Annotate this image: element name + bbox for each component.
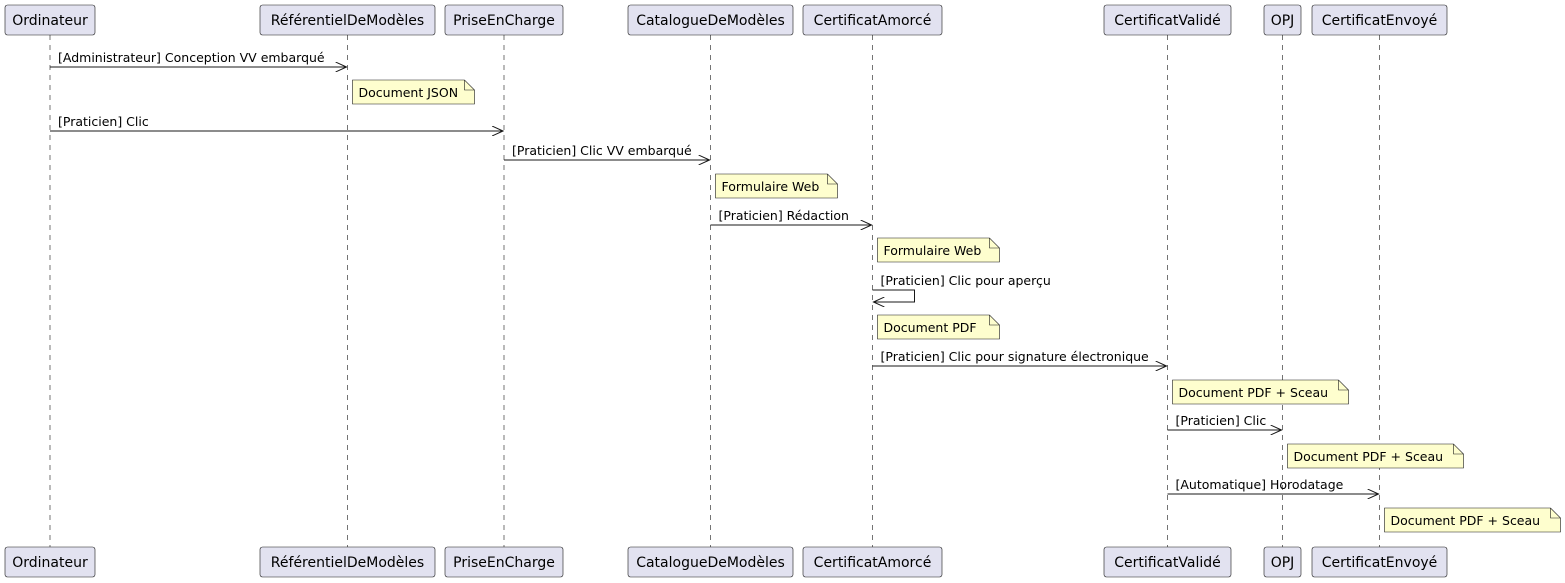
note: Document PDF + Sceau bbox=[1287, 443, 1464, 469]
message: [Administrateur] Conception VV embarqué bbox=[50, 50, 347, 67]
message: [Automatique] Horodatage bbox=[1167, 477, 1379, 494]
participant-box bbox=[1103, 546, 1232, 578]
message: [Praticien] Clic bbox=[1167, 413, 1282, 430]
participant-box bbox=[1311, 4, 1448, 36]
participant-label: PriseEnCharge bbox=[453, 13, 555, 29]
note: Formulaire Web bbox=[877, 237, 1000, 263]
participant-opj-bottom: OPJ bbox=[1263, 546, 1302, 578]
participant-catalogue-de-modeles-bottom: CatalogueDeModèles bbox=[627, 546, 794, 578]
note-fold bbox=[1453, 444, 1464, 455]
note-text: Formulaire Web bbox=[722, 179, 820, 194]
participant-ordinateur-top: Ordinateur bbox=[4, 4, 96, 36]
note-fold bbox=[1338, 380, 1349, 391]
self-message-arrow bbox=[872, 289, 915, 302]
participant-label: Ordinateur bbox=[12, 555, 88, 571]
note-text: Document PDF + Sceau bbox=[1294, 449, 1444, 464]
participant-box bbox=[4, 4, 96, 36]
participant-label: RéférentielDeModèles bbox=[271, 555, 424, 571]
participant-box bbox=[259, 546, 436, 578]
note: Formulaire Web bbox=[715, 173, 838, 199]
participant-certificat-valide-top: CertificatValidé bbox=[1103, 4, 1232, 36]
participant-prise-en-charge-bottom: PriseEnCharge bbox=[444, 546, 564, 578]
participant-opj-top: OPJ bbox=[1263, 4, 1302, 36]
participant-box bbox=[1103, 4, 1232, 36]
participant-certificat-amorce-bottom: CertificatAmorcé bbox=[802, 546, 943, 578]
lifelines bbox=[49, 35, 1380, 547]
participant-box bbox=[4, 546, 96, 578]
participant-label: CertificatValidé bbox=[1114, 555, 1220, 571]
note-shape bbox=[1172, 379, 1349, 405]
note-shape bbox=[877, 237, 1000, 263]
participant-label: CertificatEnvoyé bbox=[1322, 555, 1438, 571]
note-text: Document PDF + Sceau bbox=[1391, 513, 1541, 528]
participant-label: OPJ bbox=[1271, 555, 1295, 571]
note-fold bbox=[464, 80, 475, 91]
participant-label: CertificatAmorcé bbox=[814, 555, 932, 571]
note-shape bbox=[352, 79, 475, 105]
message: [Praticien] Clic pour aperçu bbox=[872, 273, 1051, 302]
message-label: [Praticien] Clic pour signature électron… bbox=[881, 349, 1150, 364]
participant-box bbox=[1311, 546, 1448, 578]
participants-bottom: Ordinateur RéférentielDeModèles PriseEnCha… bbox=[4, 546, 1448, 578]
note-shape bbox=[1287, 443, 1464, 469]
participant-box bbox=[627, 4, 794, 36]
participants-top: Ordinateur RéférentielDeModèles PriseEnCha… bbox=[4, 4, 1448, 36]
participant-certificat-envoye-top: CertificatEnvoyé bbox=[1311, 4, 1448, 36]
participant-referentiel-de-modeles-top: RéférentielDeModèles bbox=[259, 4, 436, 36]
participant-catalogue-de-modeles-top: CatalogueDeModèles bbox=[627, 4, 794, 36]
participant-label: CertificatValidé bbox=[1114, 13, 1220, 29]
participant-label: RéférentielDeModèles bbox=[271, 13, 424, 29]
message: [Praticien] Clic bbox=[50, 114, 503, 131]
participant-certificat-amorce-top: CertificatAmorcé bbox=[802, 4, 943, 36]
participant-prise-en-charge-top: PriseEnCharge bbox=[444, 4, 564, 36]
note-shape bbox=[877, 314, 1000, 340]
message-label: [Automatique] Horodatage bbox=[1176, 477, 1344, 492]
note: Document PDF + Sceau bbox=[1384, 507, 1561, 533]
note-fold bbox=[827, 174, 838, 185]
participant-certificat-valide-bottom: CertificatValidé bbox=[1103, 546, 1232, 578]
note: Document PDF + Sceau bbox=[1172, 379, 1349, 405]
participant-certificat-envoye-bottom: CertificatEnvoyé bbox=[1311, 546, 1448, 578]
message-label: [Administrateur] Conception VV embarqué bbox=[58, 50, 325, 65]
note-text: Document JSON bbox=[359, 85, 459, 100]
note-text: Document PDF + Sceau bbox=[1179, 385, 1329, 400]
participant-referentiel-de-modeles-bottom: RéférentielDeModèles bbox=[259, 546, 436, 578]
participant-ordinateur-bottom: Ordinateur bbox=[4, 546, 96, 578]
participant-box bbox=[444, 546, 564, 578]
message-label: [Praticien] Clic bbox=[58, 114, 149, 129]
participant-box bbox=[802, 4, 943, 36]
participant-box bbox=[802, 546, 943, 578]
note: Document PDF bbox=[877, 314, 1000, 340]
message-label: [Praticien] Clic bbox=[1176, 413, 1267, 428]
participant-label: OPJ bbox=[1271, 13, 1295, 29]
message-label: [Praticien] Rédaction bbox=[719, 208, 849, 223]
participant-label: PriseEnCharge bbox=[453, 555, 555, 571]
participant-label: CatalogueDeModèles bbox=[636, 555, 785, 571]
participant-box bbox=[1263, 546, 1302, 578]
message: [Praticien] Clic VV embarqué bbox=[504, 143, 710, 160]
note-fold bbox=[1550, 508, 1561, 519]
note-fold bbox=[989, 238, 1000, 249]
sequence-events: [Administrateur] Conception VV embarquéD… bbox=[50, 50, 1561, 533]
participant-box bbox=[1263, 4, 1302, 36]
message-label: [Praticien] Clic VV embarqué bbox=[512, 143, 692, 158]
participant-label: CertificatAmorcé bbox=[814, 13, 932, 29]
message: [Praticien] Clic pour signature électron… bbox=[872, 349, 1167, 366]
note-text: Document PDF bbox=[884, 320, 977, 335]
message-label: [Praticien] Clic pour aperçu bbox=[881, 273, 1051, 288]
participant-box bbox=[259, 4, 436, 36]
participant-label: Ordinateur bbox=[12, 13, 88, 29]
note: Document JSON bbox=[352, 79, 475, 105]
note-text: Formulaire Web bbox=[884, 243, 982, 258]
note-shape bbox=[1384, 507, 1561, 533]
participant-box bbox=[627, 546, 794, 578]
message: [Praticien] Rédaction bbox=[710, 208, 872, 225]
note-fold bbox=[989, 315, 1000, 326]
participant-label: CatalogueDeModèles bbox=[636, 13, 785, 29]
participant-label: CertificatEnvoyé bbox=[1322, 13, 1438, 29]
note-shape bbox=[715, 173, 838, 199]
participant-box bbox=[444, 4, 564, 36]
